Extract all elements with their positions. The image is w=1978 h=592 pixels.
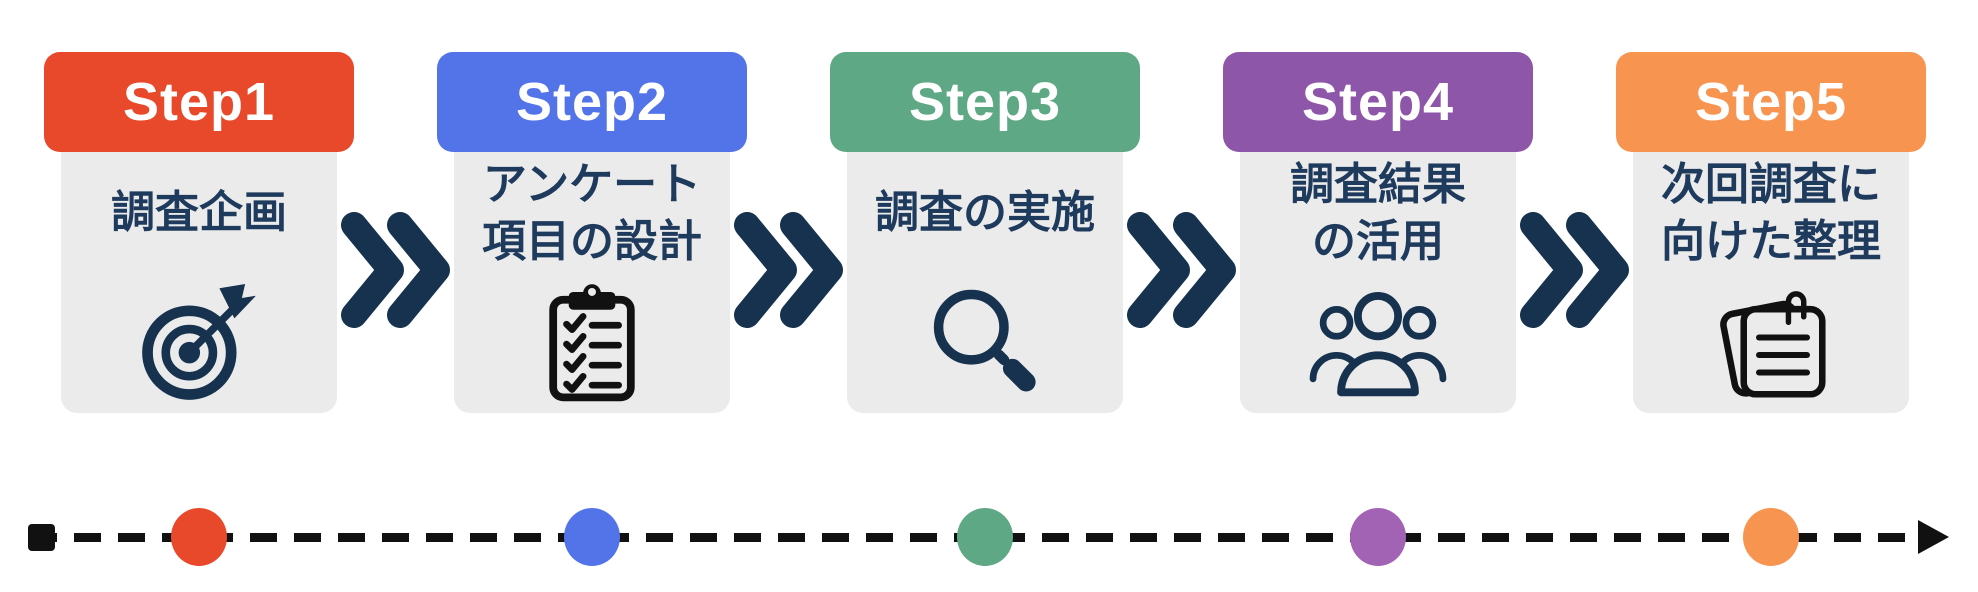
step5-header: Step5 bbox=[1616, 52, 1926, 152]
step3-header: Step3 bbox=[830, 52, 1140, 152]
timeline-dashed-line bbox=[30, 533, 1912, 542]
step-column-5: Step5 次回調査に 向けた整理 bbox=[1616, 52, 1926, 413]
people-group-icon bbox=[1309, 291, 1447, 396]
timeline-start-square bbox=[28, 524, 55, 551]
step1-body: 調査企画 bbox=[61, 152, 337, 413]
timeline-dot-step5 bbox=[1743, 508, 1799, 566]
step4-label: 調査結果 の活用 bbox=[1240, 152, 1516, 266]
step2-label-line1: アンケート bbox=[482, 159, 702, 209]
step-column-3: Step3 調査の実施 bbox=[830, 52, 1140, 413]
chevron-right-icon bbox=[1127, 212, 1236, 328]
step2-label-line2: 項目の設計 bbox=[482, 217, 702, 266]
step3-label: 調査の実施 bbox=[847, 152, 1123, 264]
step-column-4: Step4 調査結果 の活用 bbox=[1223, 52, 1533, 413]
chevron-right-icon bbox=[341, 212, 450, 328]
step3-title: Step3 bbox=[908, 72, 1062, 132]
step5-label-line2: 向けた整理 bbox=[1661, 217, 1881, 266]
clipboard-checklist-icon bbox=[549, 283, 635, 401]
step1-label: 調査企画 bbox=[61, 152, 337, 264]
step-column-1: Step1 調査企画 bbox=[44, 52, 354, 413]
timeline-dot-step1 bbox=[171, 508, 227, 566]
step1-title: Step1 bbox=[122, 72, 276, 132]
step3-body: 調査の実施 bbox=[847, 152, 1123, 413]
step4-header: Step4 bbox=[1223, 52, 1533, 152]
step2-label: アンケート 項目の設計 bbox=[454, 152, 730, 266]
timeline-arrowhead-icon bbox=[1918, 520, 1949, 554]
step3-icon-area bbox=[847, 272, 1123, 413]
step1-header: Step1 bbox=[44, 52, 354, 152]
notes-paperclip-icon bbox=[1720, 290, 1826, 398]
step5-title: Step5 bbox=[1694, 72, 1848, 132]
target-icon bbox=[142, 283, 256, 400]
step3-label-line1: 調査の実施 bbox=[875, 188, 1095, 238]
timeline-dot-step3 bbox=[957, 508, 1013, 566]
step4-icon-area bbox=[1240, 272, 1516, 413]
step1-label-line1: 調査企画 bbox=[111, 188, 287, 238]
step4-label-line1: 調査結果 bbox=[1290, 159, 1466, 209]
timeline-dot-step2 bbox=[564, 508, 620, 566]
step2-title: Step2 bbox=[515, 72, 669, 132]
step5-label: 次回調査に 向けた整理 bbox=[1633, 152, 1909, 266]
step4-title: Step4 bbox=[1301, 72, 1455, 132]
step4-body: 調査結果 の活用 bbox=[1240, 152, 1516, 413]
timeline-dot-step4 bbox=[1350, 508, 1406, 566]
step2-body: アンケート 項目の設計 bbox=[454, 152, 730, 413]
magnifier-icon bbox=[933, 289, 1036, 392]
chevron-right-icon bbox=[1520, 212, 1629, 328]
chevron-right-icon bbox=[734, 212, 843, 328]
step2-icon-area bbox=[454, 272, 730, 413]
step4-label-line2: の活用 bbox=[1312, 217, 1444, 266]
step2-header: Step2 bbox=[437, 52, 747, 152]
step-column-2: Step2 アンケート 項目の設計 bbox=[437, 52, 747, 413]
step5-label-line1: 次回調査に bbox=[1661, 159, 1881, 209]
step5-body: 次回調査に 向けた整理 bbox=[1633, 152, 1909, 413]
step5-icon-area bbox=[1633, 272, 1909, 413]
step1-icon-area bbox=[61, 272, 337, 413]
